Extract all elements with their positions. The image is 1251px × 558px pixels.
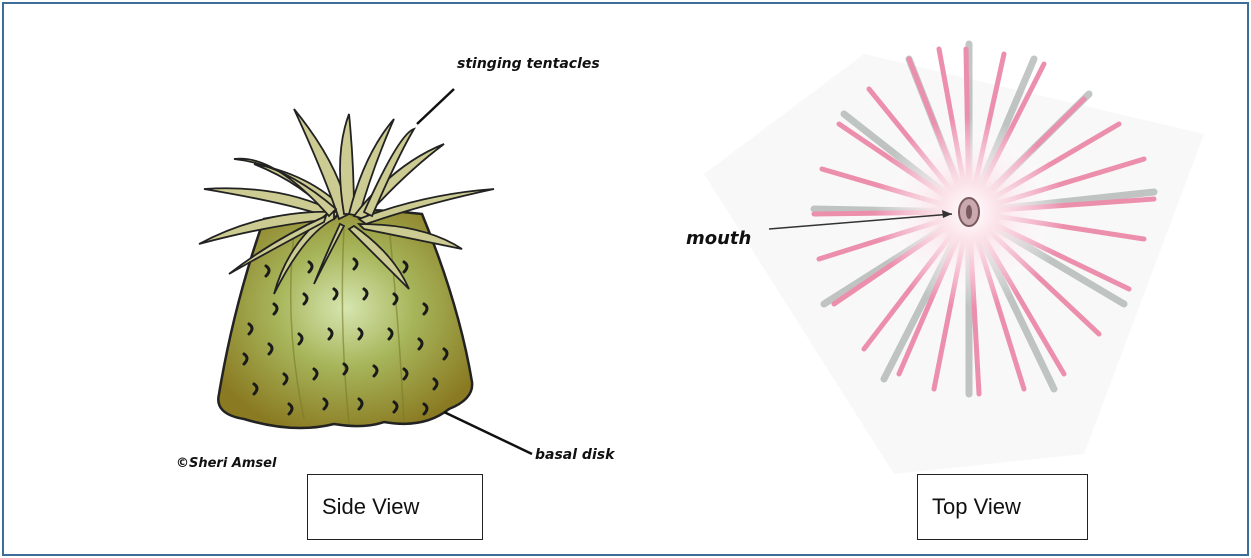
top-view-anemone [704, 44, 1204, 474]
artist-credit: ©Sheri Amsel [176, 456, 276, 471]
anemone-illustrations [4, 4, 1247, 554]
caption-side-view: Side View [307, 474, 483, 540]
label-mouth: mouth [686, 228, 751, 249]
label-stinging-tentacles: stinging tentacles [457, 56, 600, 72]
label-basal-disk: basal disk [535, 447, 614, 463]
side-view-anemone [199, 89, 532, 454]
caption-top-view-text: Top View [932, 494, 1021, 520]
caption-side-view-text: Side View [322, 494, 419, 520]
caption-top-view: Top View [917, 474, 1088, 540]
